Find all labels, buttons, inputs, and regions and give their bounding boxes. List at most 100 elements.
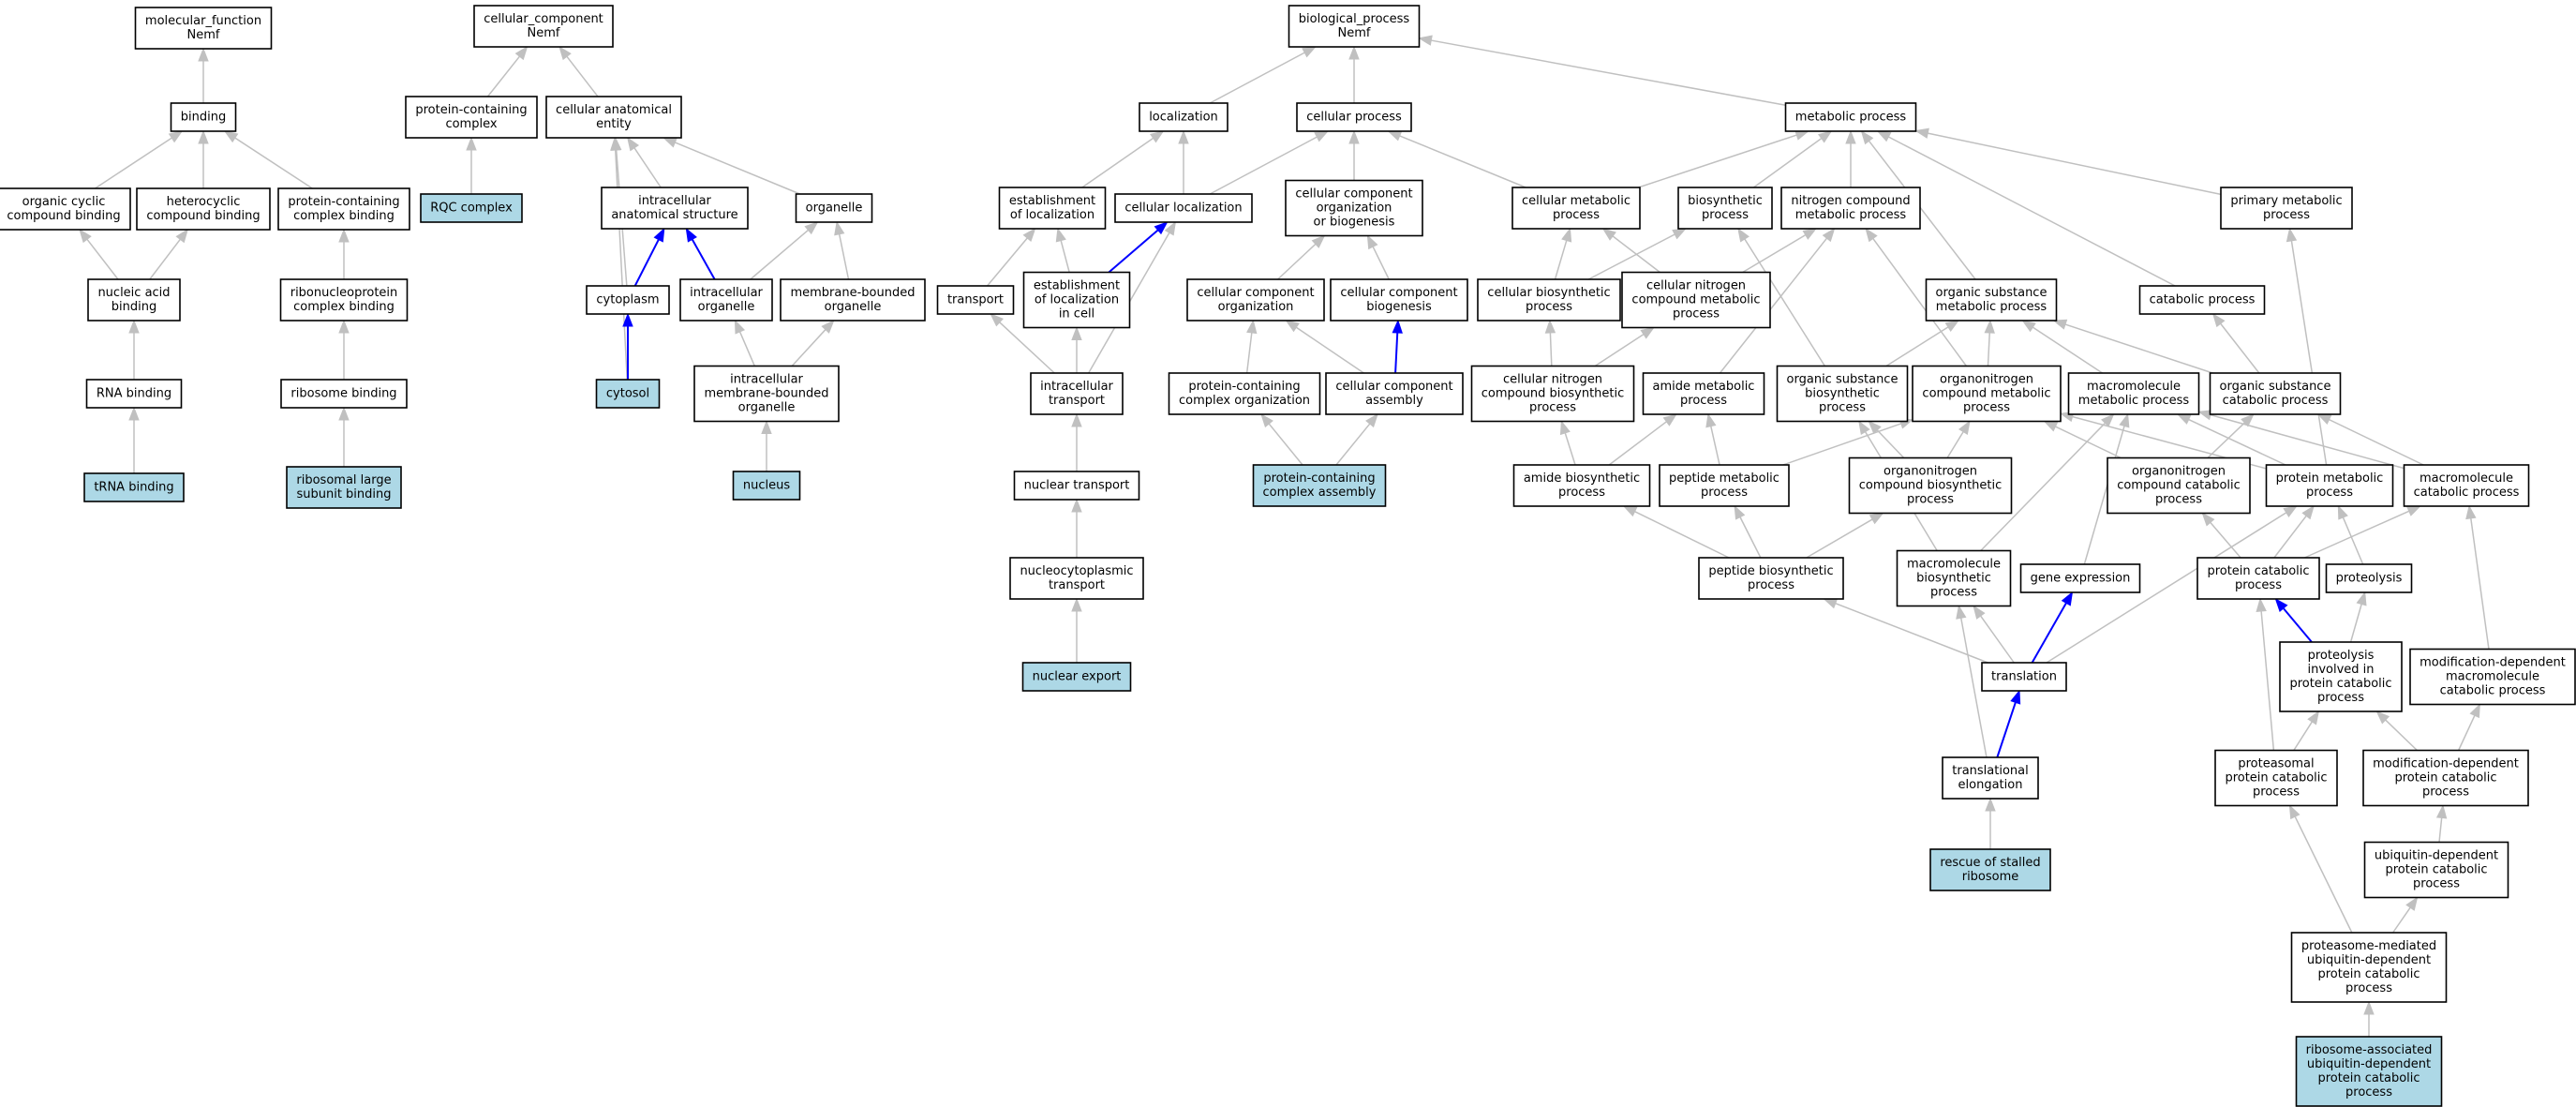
node-label-line: protein catabolic	[2385, 863, 2487, 877]
node-label-line: nucleus	[743, 479, 790, 493]
edge-line	[1946, 431, 1964, 458]
edge-arrowhead	[653, 227, 665, 243]
node-label-line: amide biosynthetic	[1524, 471, 1640, 486]
edge-arrowhead	[1561, 227, 1572, 243]
edge-line	[750, 229, 809, 280]
node-label-line: organelle	[698, 300, 755, 314]
edge-line	[1277, 243, 1317, 280]
edge-arrowhead	[761, 420, 772, 434]
edge-line	[2260, 610, 2275, 751]
node-label-line: biogenesis	[1366, 300, 1432, 314]
node-label-line: metabolic process	[2078, 394, 2190, 408]
node-label-line: organelle	[825, 300, 882, 314]
go-term-node-nuc-transport: nuclear transport	[1013, 471, 1140, 501]
is-a-edge-est-loc-cell-to-est-loc	[1055, 227, 1070, 273]
is-a-edge-org-sub-catab-to-catab-proc	[2211, 312, 2260, 374]
edge-line	[2064, 323, 2213, 374]
is-a-edge-cell-proc-to-bp	[1348, 45, 1360, 103]
edge-arrowhead	[1178, 129, 1189, 144]
edge-arrowhead	[1366, 234, 1378, 250]
node-box	[1296, 102, 1412, 132]
node-label-line: transport	[947, 293, 1004, 307]
node-label-line: Nemf	[1338, 26, 1371, 40]
node-label-line: compound binding	[7, 209, 120, 223]
edge-line	[1295, 326, 1364, 374]
edge-arrowhead	[198, 129, 209, 144]
edge-line	[2438, 817, 2443, 843]
is-a-edge-translation-to-prot-metab	[2046, 505, 2299, 664]
go-term-node-cytoplasm: cytoplasm	[586, 285, 670, 315]
node-box	[1929, 848, 2051, 891]
node-label-line: organelle	[806, 202, 863, 216]
node-box	[732, 471, 801, 501]
is-a-edge-localization-to-bp	[1209, 46, 1317, 104]
is-a-edge-rqc-to-pcc	[466, 136, 477, 194]
node-label-line: compound metabolic	[1922, 387, 2050, 401]
edge-arrowhead	[1973, 605, 1986, 620]
node-label-line: catabolic process	[2150, 293, 2256, 307]
node-box	[936, 285, 1015, 315]
node-label-line: process	[1701, 486, 1748, 500]
node-label-line: proteasome-mediated	[2301, 939, 2436, 953]
edge-arrowhead	[466, 136, 477, 151]
node-label-line: catabolic process	[2223, 394, 2329, 408]
node-label-line: metabolic process	[1936, 300, 2047, 314]
node-label-line: process	[1553, 208, 1600, 222]
is-a-edge-prim-metab-to-metab-proc	[1914, 127, 2222, 196]
is-a-edge-amide-metab-to-nitro-metab	[1719, 227, 1836, 374]
edge-arrowhead	[2435, 804, 2448, 819]
is-a-edge-moddep-pcp-to-proteolysis-pcp	[2375, 711, 2418, 752]
node-label-line: organelle	[738, 401, 796, 415]
node-box	[1186, 278, 1325, 322]
node-label-line: complex assembly	[1263, 486, 1377, 500]
edge-line	[1888, 136, 2176, 287]
node-label-line: catabolic process	[2440, 684, 2546, 698]
edge-arrowhead	[1640, 326, 1656, 339]
edge-line	[675, 142, 800, 195]
edge-line	[999, 322, 1055, 374]
edge-arrowhead	[1392, 319, 1403, 334]
node-label-line: protein catabolic	[2317, 1071, 2420, 1085]
edge-line	[149, 238, 181, 280]
edge-line	[2470, 517, 2490, 650]
node-box	[136, 187, 271, 231]
is-a-edge-prot-catab-to-prot-metab	[2273, 504, 2315, 559]
node-box	[2209, 372, 2342, 415]
edge-line	[2329, 418, 2424, 466]
is-a-edge-moddep-macro-catab-to-macro-catab	[2465, 504, 2490, 650]
node-label-line: process	[2413, 877, 2460, 891]
go-term-node-pm-ubdep-pcp: proteasome-mediatedubiquitin-dependentpr…	[2290, 932, 2448, 1003]
edge-arrowhead	[338, 406, 350, 421]
node-label-line: subunit binding	[296, 487, 391, 501]
is-a-edge-cell-nitro-metab-to-nitro-metab	[1742, 228, 1818, 274]
node-label-line: primary metabolic	[2230, 194, 2342, 208]
node-label-line: organonitrogen	[1884, 465, 1977, 479]
is-a-edge-ubdep-pcp-to-moddep-pcp	[2435, 804, 2448, 843]
node-label-line: cellular component	[1197, 286, 1314, 300]
edge-arrowhead	[2469, 703, 2480, 719]
edge-arrowhead	[2274, 597, 2288, 613]
go-term-node-proteolysis: proteolysis	[2325, 563, 2413, 593]
node-label-line: nucleocytoplasmic	[1020, 564, 1133, 578]
node-box	[1512, 464, 1651, 507]
edge-line	[1638, 134, 1797, 188]
node-label-line: membrane-bounded	[704, 387, 828, 401]
is-a-edge-imbo-to-mbo	[791, 319, 835, 367]
is-a-edge-org-sub-biosyn-to-org-sub-metab	[1885, 320, 1960, 367]
go-term-node-translation: translation	[1981, 662, 2067, 692]
node-box	[1896, 549, 2012, 607]
node-label-line: binding	[112, 300, 156, 314]
is-a-edge-org-sub-metab-to-metab-proc	[1860, 129, 1976, 280]
node-label-line: cellular component	[1295, 187, 1412, 202]
is-a-edge-intra-org-to-ias	[685, 227, 716, 280]
edge-line	[2349, 604, 2362, 643]
